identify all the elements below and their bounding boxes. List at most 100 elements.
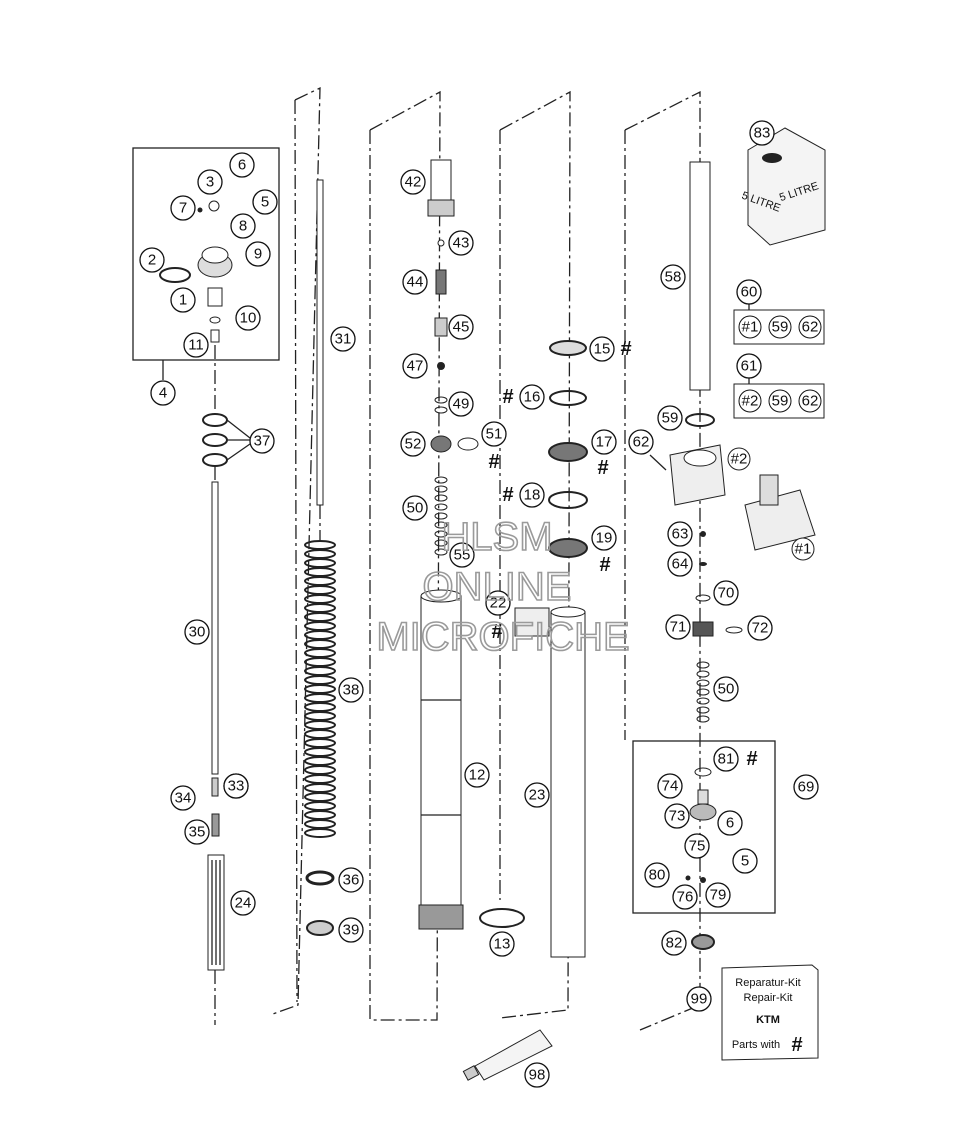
callout-75: 75 <box>684 833 710 859</box>
callout-13: 13 <box>489 931 515 957</box>
callout-61: 61 <box>736 353 762 379</box>
callout-circle <box>591 525 617 551</box>
spring-coil <box>304 558 336 568</box>
callout-circle <box>519 482 545 508</box>
callout-circle <box>657 773 683 799</box>
callout-38: 38 <box>338 677 364 703</box>
callout-number: 9 <box>254 246 262 263</box>
callout-number: 75 <box>689 838 706 855</box>
callout-circle <box>485 590 511 616</box>
callout-number: 19 <box>596 530 613 547</box>
callout-number: 37 <box>254 433 271 450</box>
callout-74: 74 <box>657 773 683 799</box>
callout-circle <box>793 774 819 800</box>
callout-69: 69 <box>793 774 819 800</box>
callout-3: 3 <box>197 169 223 195</box>
callout-30: 30 <box>184 619 210 645</box>
callout-number: 6 <box>238 157 246 174</box>
callout-number: 39 <box>343 922 360 939</box>
callout-circle <box>672 884 698 910</box>
oil-can: 5 LITRE 5 LITRE <box>740 127 826 246</box>
callout-circle <box>713 676 739 702</box>
repair-kit-hash: # <box>791 1034 802 1056</box>
callout-number: 12 <box>469 767 486 784</box>
callout-circle <box>684 833 710 859</box>
callout-11: 11 <box>183 332 209 358</box>
spring-coil <box>304 684 336 694</box>
callout-number: 49 <box>453 396 470 413</box>
spring-coil <box>304 603 336 613</box>
callout-circle <box>657 405 683 431</box>
callout-number: 18 <box>524 487 541 504</box>
callout-circle <box>524 1062 550 1088</box>
callout-circle <box>628 429 654 455</box>
callout-circle <box>481 421 507 447</box>
callout-43: 43 <box>448 230 474 256</box>
callout-8: 8 <box>230 213 256 239</box>
callout-circle <box>448 314 474 340</box>
kit-item-circle <box>768 315 792 339</box>
callout-7: 7 <box>170 195 196 221</box>
callout-number: 13 <box>494 936 511 953</box>
repair-kit-line3: Parts with <box>732 1039 780 1051</box>
callout-55: 55 <box>449 542 475 568</box>
callout-80: 80 <box>644 862 670 888</box>
callout-70: 70 <box>713 580 739 606</box>
callout-number: 64 <box>672 556 689 573</box>
callout-number: 45 <box>453 319 470 336</box>
callout-83: 83 <box>749 120 775 146</box>
grease-tube <box>462 1029 553 1081</box>
callout-circle <box>184 819 210 845</box>
callout-71: 71 <box>665 614 691 640</box>
shim <box>434 503 448 511</box>
callout-39: 39 <box>338 917 364 943</box>
callout-number: 43 <box>453 235 470 252</box>
callout-5: 5 <box>252 189 278 215</box>
repair-kit-line2: Repair-Kit <box>744 992 793 1004</box>
callout-circle <box>489 931 515 957</box>
callout-63: 63 <box>667 521 693 547</box>
clamp-label-2: #2 <box>731 451 748 468</box>
repair-kit-box: Reparatur-Kit Repair-Kit KTM Parts with … <box>721 964 819 1061</box>
callout-number: 6 <box>726 815 734 832</box>
shim <box>696 661 710 669</box>
callout-47: 47 <box>402 353 428 379</box>
callout-circle <box>661 930 687 956</box>
callout-circle <box>229 152 255 178</box>
callout-circle <box>524 782 550 808</box>
callout-number: 35 <box>189 824 206 841</box>
callout-19: 19 <box>591 525 617 551</box>
hash-layer: ######## <box>488 338 757 770</box>
callout-number: 16 <box>524 389 541 406</box>
callout-4: 4 <box>150 380 176 406</box>
kit-item-circle <box>798 315 822 339</box>
spring-coil <box>304 666 336 676</box>
callout-49: 49 <box>448 391 474 417</box>
shim <box>696 715 710 723</box>
kit-item-label: 62 <box>802 393 819 410</box>
damper-rod <box>207 466 225 1025</box>
spring-coil <box>304 657 336 667</box>
callout-12: 12 <box>464 762 490 788</box>
callout-number: 62 <box>633 434 650 451</box>
callout-number: 99 <box>691 991 708 1008</box>
callout-81: 81 <box>713 746 739 772</box>
kit-item-circle <box>798 389 822 413</box>
hash-mark: # <box>502 386 513 408</box>
callout-circle <box>402 495 428 521</box>
callout-circle <box>667 551 693 577</box>
callout-circle <box>705 882 731 908</box>
callout-number: 31 <box>335 331 352 348</box>
callout-42: 42 <box>400 169 426 195</box>
cap-assembly <box>132 147 280 420</box>
hash-mark: # <box>488 451 499 473</box>
callout-33: 33 <box>223 773 249 799</box>
callout-circle <box>249 428 275 454</box>
callout-82: 82 <box>661 930 687 956</box>
shim <box>696 688 710 696</box>
shim <box>696 679 710 687</box>
clamp-labels: #2 #1 <box>727 447 815 561</box>
callout-number: 2 <box>148 252 156 269</box>
callout-circle <box>330 326 356 352</box>
callout-number: 59 <box>662 410 679 427</box>
